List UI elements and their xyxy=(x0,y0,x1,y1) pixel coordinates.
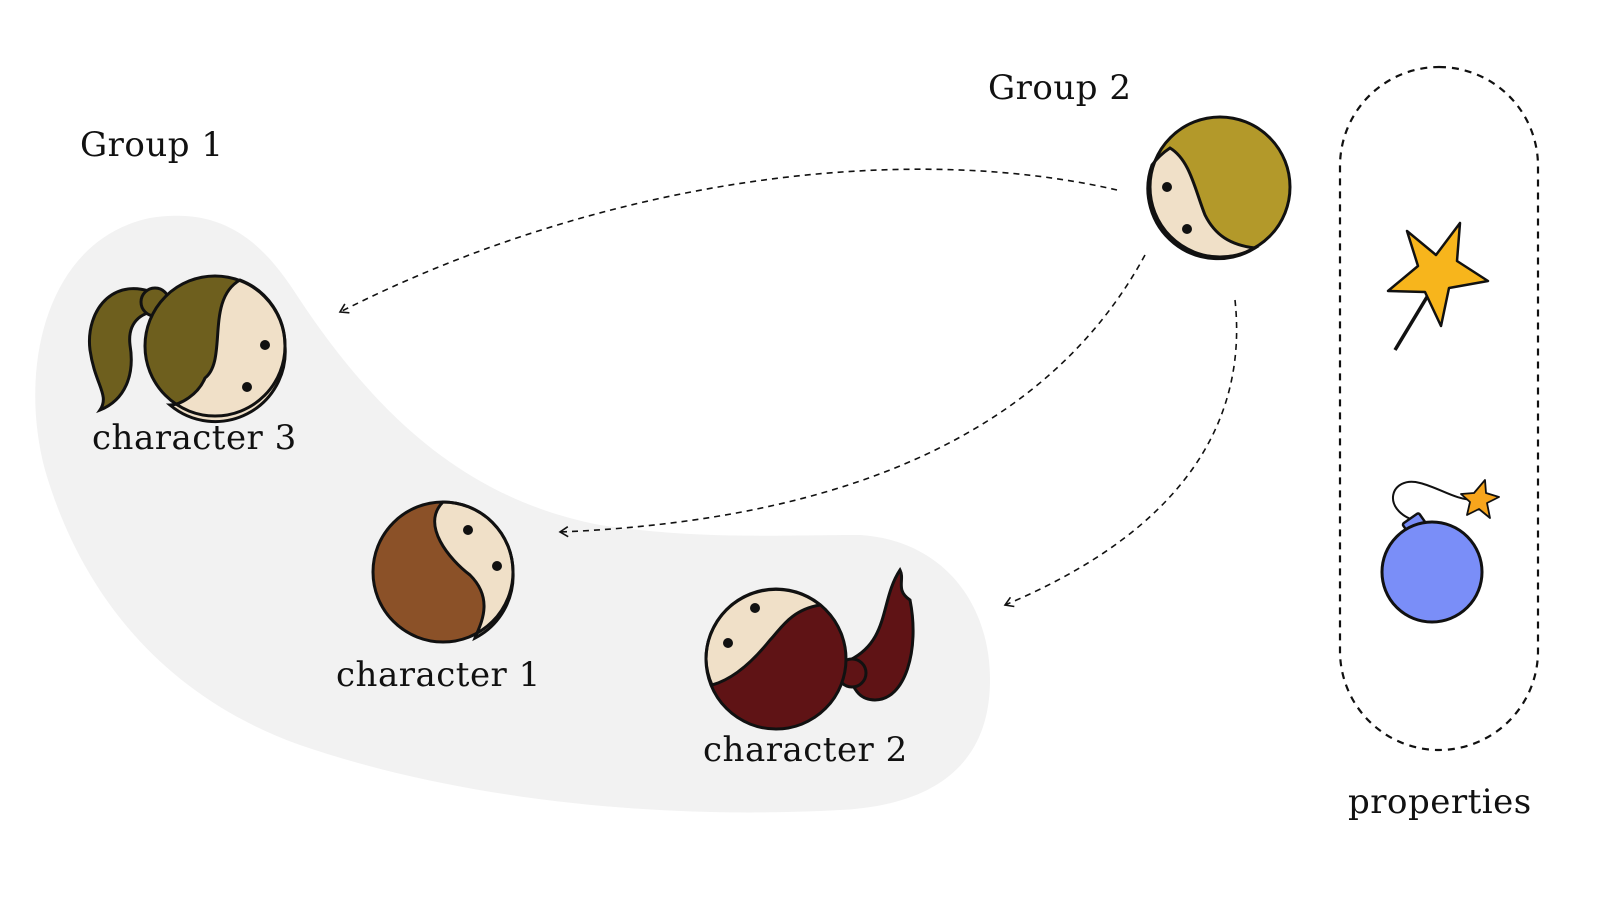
character1-eye xyxy=(463,525,473,535)
properties-container xyxy=(1338,65,1540,752)
character1-label: character 1 xyxy=(336,655,541,695)
character1-avatar xyxy=(371,500,515,644)
properties-label: properties xyxy=(1348,782,1532,822)
character2-eye xyxy=(750,603,760,613)
group2-eye xyxy=(1182,224,1192,234)
character2-avatar xyxy=(704,567,915,731)
arrow-to-character2 xyxy=(1003,299,1238,608)
star-wand-icon xyxy=(1386,221,1490,351)
group2-eye xyxy=(1162,182,1172,192)
character2-eye xyxy=(723,638,733,648)
group2-label: Group 2 xyxy=(988,68,1132,108)
arrow-to-character3 xyxy=(338,168,1118,314)
character3-eye xyxy=(242,382,252,392)
character3-ponytail xyxy=(87,287,167,414)
group2-avatar xyxy=(1146,115,1292,261)
character3-avatar xyxy=(87,274,287,424)
arrow-to-character1 xyxy=(558,254,1146,538)
character3-eye xyxy=(260,340,270,350)
group1-label: Group 1 xyxy=(80,125,224,165)
character3-label: character 3 xyxy=(92,418,297,458)
character1-eye xyxy=(492,561,502,571)
bomb-icon xyxy=(1380,479,1500,624)
character2-label: character 2 xyxy=(703,730,908,770)
